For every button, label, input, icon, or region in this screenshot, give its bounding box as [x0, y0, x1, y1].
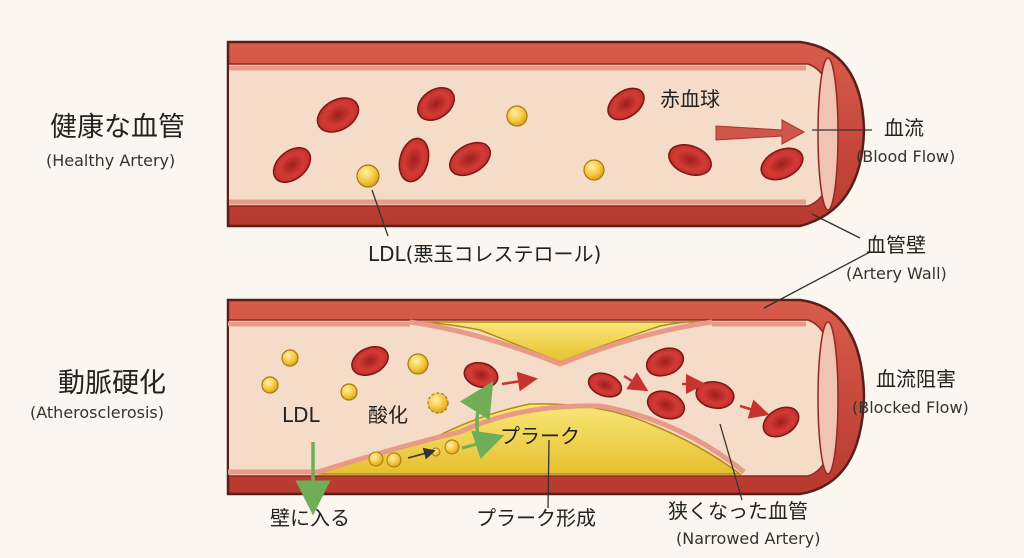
red-blood-cell	[762, 406, 800, 438]
healthy-title-en: (Healthy Artery)	[46, 151, 176, 170]
ldl-particle	[356, 164, 380, 188]
ldl-label: LDL(悪玉コレステロール)	[368, 242, 602, 266]
red-blood-cell	[398, 137, 430, 183]
ldl-particle	[261, 376, 279, 394]
plaque-entry-arrow	[461, 430, 505, 459]
ldl-particle	[444, 439, 460, 455]
rbc-group-healthy	[272, 87, 804, 183]
red-blood-cell	[417, 87, 455, 121]
plaque-label: プラーク	[500, 424, 580, 448]
ldl-particle	[407, 353, 429, 375]
diseased-title: 動脈硬化	[58, 368, 166, 399]
red-blood-cell	[316, 97, 360, 133]
oxidized-ldl	[427, 392, 449, 414]
artery-wall-label-en: (Artery Wall)	[846, 264, 947, 283]
enter-wall-label: 壁に入る	[270, 506, 350, 530]
ldl-particle	[506, 105, 528, 127]
blocked-flow-label-en: (Blocked Flow)	[852, 398, 969, 417]
blood-flow-label: 血流	[884, 116, 924, 140]
ldl-in-plaque	[368, 439, 460, 468]
red-blood-cell	[607, 87, 645, 121]
ldl-particle	[368, 451, 384, 467]
healthy-artery	[226, 40, 866, 228]
healthy-title: 健康な血管	[50, 112, 185, 143]
ldl-particle	[281, 349, 299, 367]
red-blood-cell	[645, 347, 685, 377]
ldl-particle	[583, 159, 605, 181]
artery-wall-label: 血管壁	[866, 233, 926, 257]
ldl-diseased-label: LDL	[282, 403, 320, 427]
blood-flow-arrow	[715, 119, 806, 145]
ldl-particle	[386, 452, 402, 468]
blood-flow-label-en: (Blood Flow)	[856, 147, 956, 166]
ldl-particle	[340, 383, 358, 401]
oxidation-label: 酸化	[368, 403, 408, 427]
flow-arrows-diseased	[501, 371, 770, 419]
red-blood-cell	[760, 147, 804, 181]
red-blood-cell	[646, 390, 686, 420]
red-blood-cell	[668, 144, 712, 176]
blocked-flow-label: 血流阻害	[876, 367, 956, 391]
plaque-formation-label: プラーク形成	[476, 506, 596, 530]
diseased-artery	[226, 298, 866, 516]
red-blood-cell	[351, 345, 389, 377]
ldl-particle	[431, 447, 441, 457]
ldl-group-diseased	[261, 349, 449, 414]
red-blood-cell	[448, 141, 492, 177]
rbc-label: 赤血球	[660, 87, 720, 111]
narrowed-artery-label-en: (Narrowed Artery)	[676, 529, 821, 548]
narrowed-artery-label: 狭くなった血管	[668, 499, 808, 523]
leader-lines	[371, 129, 872, 509]
red-blood-cell	[272, 147, 312, 183]
red-blood-cell	[587, 372, 623, 398]
diseased-title-en: (Atherosclerosis)	[30, 403, 164, 422]
ldl-group-healthy	[356, 105, 605, 188]
